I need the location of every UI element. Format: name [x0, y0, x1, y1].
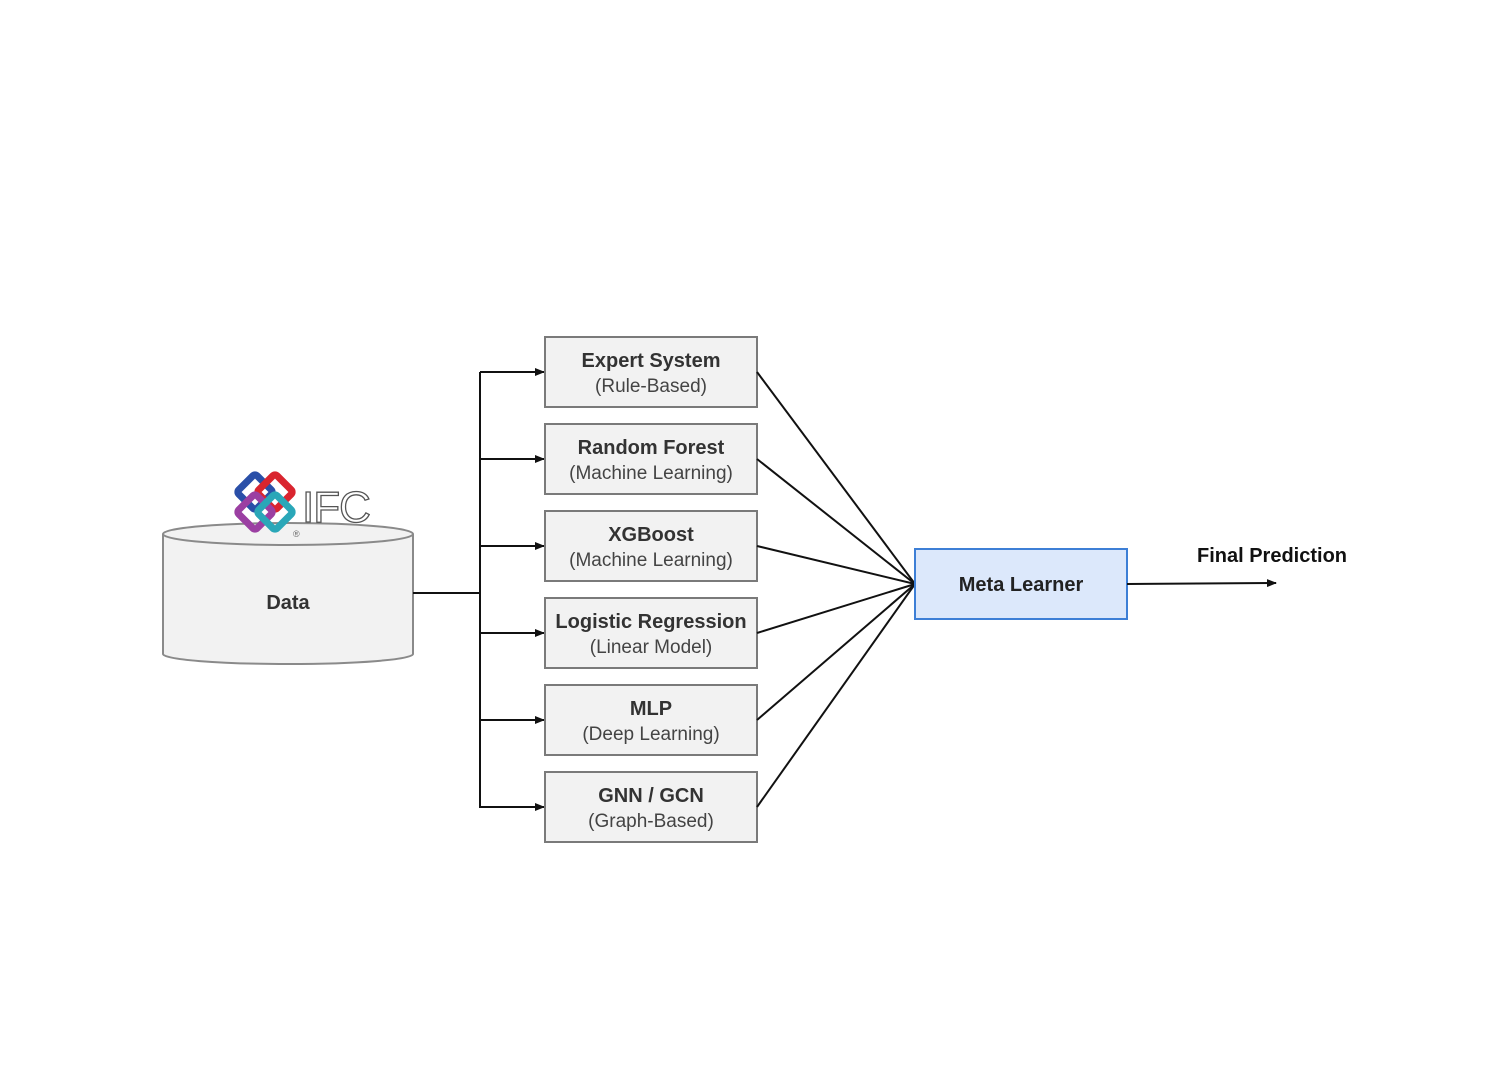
model-2-title: Random Forest	[578, 437, 725, 459]
model-1-title: Expert System	[582, 350, 721, 372]
model-2-subtitle: (Machine Learning)	[569, 463, 733, 484]
line-model-4-to-meta	[756, 583, 916, 634]
line-model-3-to-meta	[756, 545, 916, 585]
model-4-title: Logistic Regression	[555, 611, 746, 633]
model-box-6: GNN / GCN (Graph-Based)	[544, 771, 758, 843]
fan-out-connectors	[413, 368, 545, 811]
line-model-5-to-meta	[756, 583, 916, 721]
model-box-2: Random Forest (Machine Learning)	[544, 423, 758, 495]
ifc-registered-mark: ®	[293, 529, 300, 539]
model-6-title: GNN / GCN	[598, 785, 704, 807]
line-model-6-to-meta	[756, 583, 916, 808]
ifc-knot-icon	[234, 471, 296, 533]
model-3-subtitle: (Machine Learning)	[569, 550, 733, 571]
meta-learner-label: Meta Learner	[959, 574, 1084, 596]
line-model-2-to-meta	[756, 458, 916, 585]
data-label: Data	[266, 592, 310, 614]
model-1-subtitle: (Rule-Based)	[595, 376, 707, 397]
output-arrow	[1126, 579, 1277, 588]
ifc-logo: IFC ®	[234, 471, 372, 539]
model-box-5: MLP (Deep Learning)	[544, 684, 758, 756]
model-box-3: XGBoost (Machine Learning)	[544, 510, 758, 582]
model-5-subtitle: (Deep Learning)	[582, 724, 719, 745]
model-6-subtitle: (Graph-Based)	[588, 811, 714, 832]
model-3-title: XGBoost	[608, 524, 694, 546]
fan-in-connectors	[756, 371, 916, 808]
model-5-title: MLP	[630, 698, 672, 720]
model-4-subtitle: (Linear Model)	[590, 637, 713, 658]
model-box-4: Logistic Regression (Linear Model)	[544, 597, 758, 669]
data-cylinder: Data	[162, 522, 414, 665]
model-box-1: Expert System (Rule-Based)	[544, 336, 758, 408]
line-model-1-to-meta	[756, 371, 916, 585]
ifc-logo-text: IFC	[302, 483, 370, 532]
final-prediction-label: Final Prediction	[1197, 545, 1347, 567]
meta-learner-box: Meta Learner	[914, 548, 1128, 620]
